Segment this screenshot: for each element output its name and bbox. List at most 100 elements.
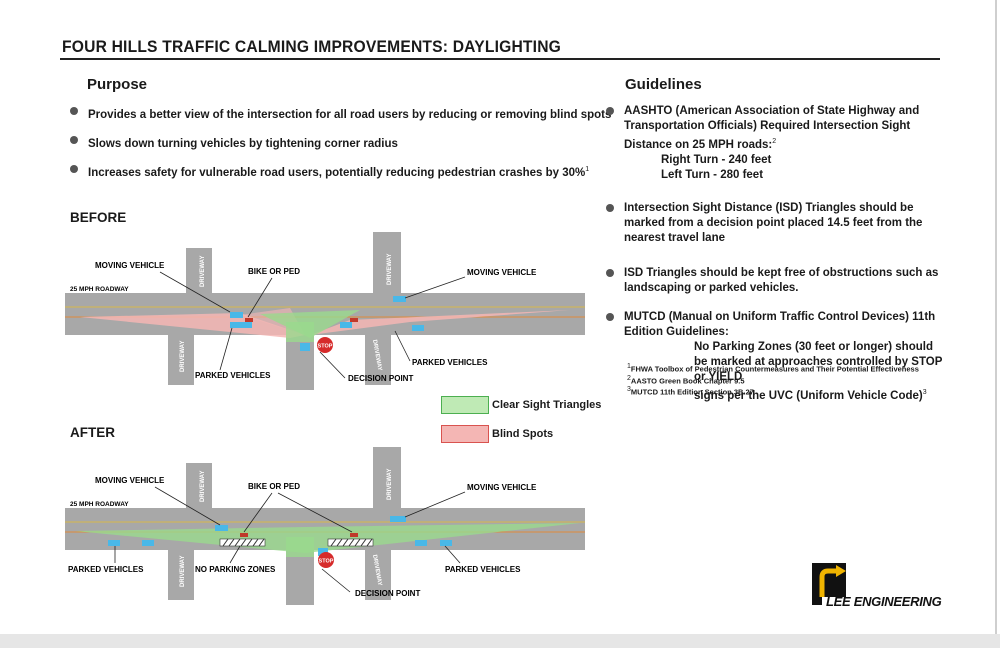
- no-parking-zone-left: [219, 538, 266, 547]
- leader-line: [243, 492, 273, 533]
- driveway-bottom-left: [168, 550, 194, 600]
- leader-line: [159, 271, 231, 313]
- guideline-bullet-aashto: AASHTO (American Association of State Hi…: [606, 104, 956, 183]
- leader-line: [444, 545, 461, 564]
- page-title: FOUR HILLS TRAFFIC CALMING IMPROVEMENTS:…: [62, 37, 562, 56]
- leader-line: [219, 327, 233, 371]
- leader-line: [394, 330, 411, 362]
- clear-sight-triangle-right: [305, 523, 580, 553]
- lee-engineering-logo: LEE ENGINEERING: [812, 563, 942, 609]
- bottom-band: [0, 634, 1000, 648]
- vehicle: [230, 312, 243, 318]
- vehicle: [300, 343, 310, 351]
- vehicle: [412, 325, 424, 331]
- legend-blind-label: Blind Spots: [492, 428, 554, 440]
- after-label: AFTER: [70, 425, 115, 440]
- label-no-parking-zones: NO PARKING ZONES: [195, 565, 276, 574]
- leader-line: [247, 277, 273, 318]
- vehicle: [318, 548, 328, 556]
- purpose-bullet: Slows down turning vehicles by tightenin…: [70, 133, 611, 152]
- label-moving-vehicle-left: MOVING VEHICLE: [95, 476, 165, 485]
- label-driveway: DRIVEWAY: [200, 256, 206, 287]
- label-driveway: DRIVEWAY: [387, 254, 393, 285]
- stop-sign-icon: STOP: [317, 337, 333, 353]
- vehicle: [415, 540, 427, 546]
- vehicle: [242, 322, 252, 328]
- logo-mark-base: [812, 597, 822, 605]
- vehicle: [390, 516, 406, 522]
- logo-arrow-head-icon: [836, 565, 846, 577]
- label-driveway: DRIVEWAY: [180, 341, 186, 372]
- logo-text: LEE ENGINEERING: [826, 594, 942, 609]
- label-parked-vehicles-left: PARKED VEHICLES: [68, 565, 144, 574]
- leader-line: [321, 568, 351, 593]
- bullet-icon: [70, 135, 78, 144]
- bike-marker: [240, 533, 248, 537]
- vehicle: [440, 540, 452, 546]
- label-driveway: DRIVEWAY: [371, 339, 382, 371]
- logo-arrow-icon: [819, 568, 838, 597]
- guidelines-list: AASHTO (American Association of State Hi…: [606, 104, 956, 418]
- before-label: BEFORE: [70, 210, 127, 225]
- leader-line: [229, 545, 241, 564]
- purpose-bullet: Provides a better view of the intersecti…: [70, 104, 611, 123]
- bike-marker: [350, 318, 358, 322]
- driveway-bottom-right: [365, 550, 391, 600]
- driveway-bottom-center: [286, 550, 314, 605]
- footnote: 2AASTO Green Book Chapter 9.5: [627, 374, 745, 386]
- label-driveway: DRIVEWAY: [371, 554, 382, 586]
- bike-marker: [245, 318, 253, 322]
- left-turn-distance: Left Turn - 280 feet: [661, 168, 764, 181]
- label-roadway: 25 MPH ROADWAY: [70, 501, 129, 508]
- label-driveway: DRIVEWAY: [180, 556, 186, 587]
- footnote: 3MUTCD 11th Edition Section 3B.27: [627, 386, 754, 397]
- label-bike-or-ped: BIKE OR PED: [248, 267, 300, 276]
- label-moving-vehicle-left: MOVING VEHICLE: [95, 261, 165, 270]
- label-roadway: 25 MPH ROADWAY: [70, 286, 129, 293]
- guidelines-heading: Guidelines: [625, 76, 702, 93]
- guideline-bullet-isd: Intersection Sight Distance (ISD) Triang…: [606, 201, 956, 246]
- leader-line: [154, 486, 221, 526]
- driveway-top-right: [373, 232, 401, 303]
- label-driveway: DRIVEWAY: [387, 469, 393, 500]
- footnote: 1FHWA Toolbox of Pedestrian Countermeasu…: [627, 363, 919, 374]
- after-diagram: STOP MOVING VEHICLE BIKE OR PED MOVING V…: [65, 447, 585, 605]
- svg-text:STOP: STOP: [319, 559, 334, 565]
- guideline-bullet-mutcd: MUTCD (Manual on Uniform Traffic Control…: [606, 310, 956, 404]
- bullet-icon: [70, 107, 78, 115]
- label-moving-vehicle-right: MOVING VEHICLE: [467, 483, 537, 492]
- bullet-icon: [606, 107, 614, 115]
- label-parked-vehicles-right: PARKED VEHICLES: [412, 358, 488, 367]
- clear-sight-stem: [286, 322, 314, 342]
- driveway-bottom-left: [168, 335, 194, 385]
- bullet-icon: [606, 312, 614, 321]
- vehicle: [215, 525, 228, 531]
- guideline-bullet-obstructions: ISD Triangles should be kept free of obs…: [606, 266, 956, 296]
- leader-line: [404, 276, 466, 299]
- label-parked-vehicles-right: PARKED VEHICLES: [445, 565, 521, 574]
- label-driveway: DRIVEWAY: [200, 471, 206, 502]
- legend-blind-swatch: [441, 425, 489, 443]
- leader-line: [404, 491, 466, 518]
- purpose-list: Provides a better view of the intersecti…: [70, 104, 611, 190]
- no-parking-zone-right: [327, 538, 374, 547]
- before-diagram: STOP MOVING VEHICLE BIKE OR PED MOVING V…: [65, 232, 585, 390]
- bullet-icon: [70, 164, 78, 173]
- vehicle: [393, 296, 406, 302]
- legend-clear-swatch: [441, 396, 489, 414]
- driveway-bottom-right: [365, 335, 391, 385]
- vehicle: [340, 322, 352, 328]
- footnotes: 1FHWA Toolbox of Pedestrian Countermeasu…: [627, 362, 919, 397]
- driveway-top-right: [373, 447, 401, 518]
- label-decision-point: DECISION POINT: [355, 589, 420, 598]
- bullet-icon: [606, 203, 614, 212]
- clear-sight-stem: [286, 537, 314, 557]
- svg-text:STOP: STOP: [318, 344, 333, 350]
- stop-sign-icon: STOP: [318, 552, 334, 568]
- bullet-icon: [606, 268, 614, 277]
- right-edge-rule: [995, 0, 997, 634]
- label-bike-or-ped: BIKE OR PED: [248, 482, 300, 491]
- leader-line: [319, 351, 346, 379]
- blind-spot-right: [310, 310, 570, 335]
